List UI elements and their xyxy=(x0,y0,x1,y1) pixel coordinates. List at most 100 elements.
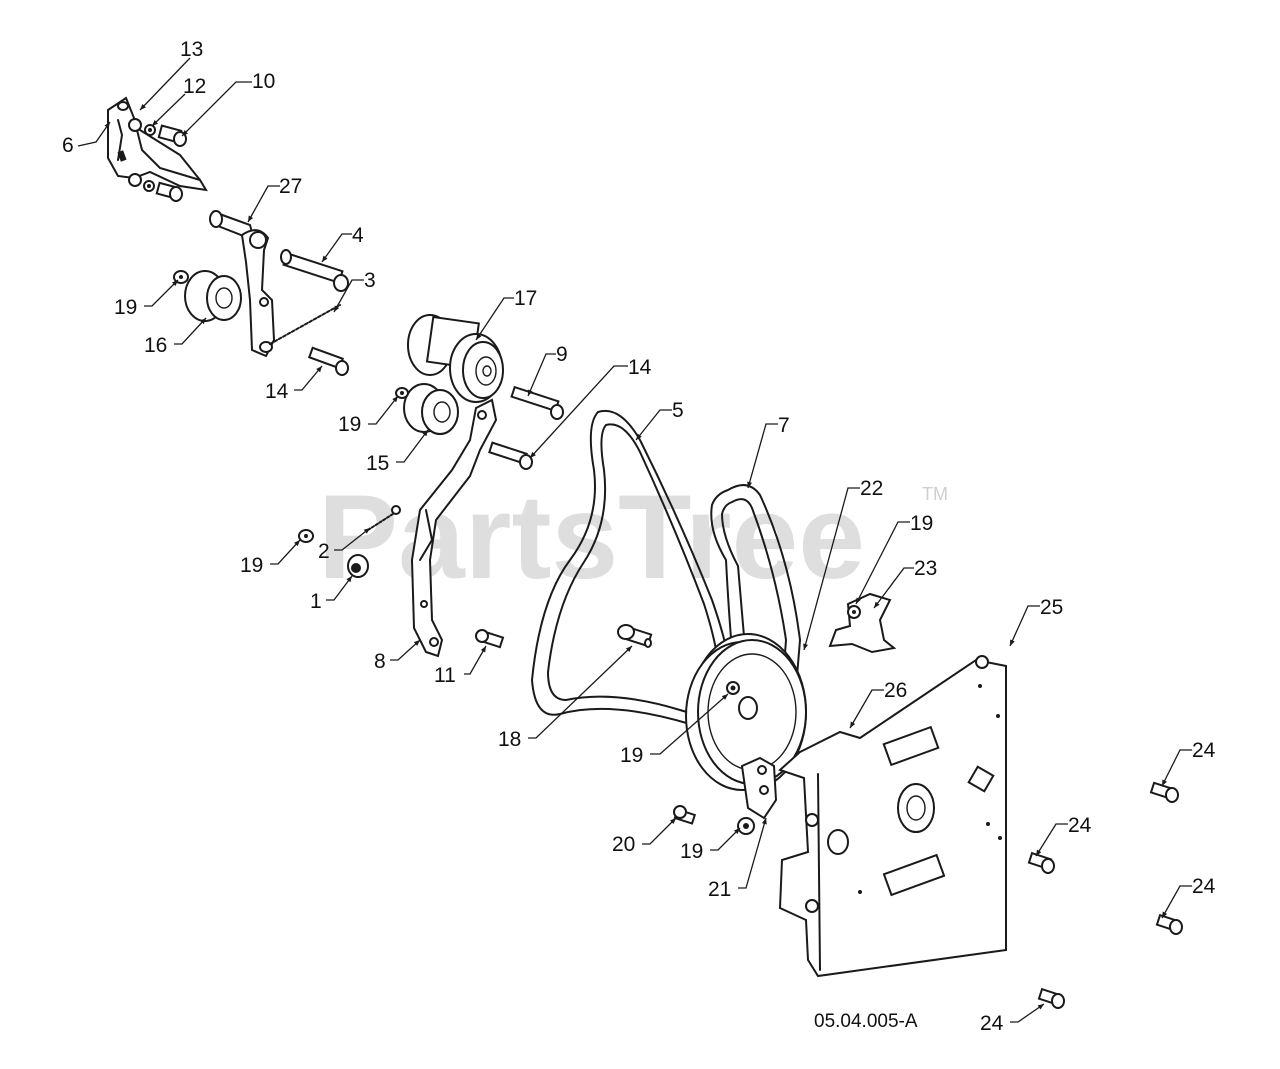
leader-line xyxy=(326,575,353,601)
callout-c19d[interactable]: 19 xyxy=(240,539,301,577)
callout-c13[interactable]: 13 xyxy=(139,38,203,111)
part-bolt-24a[interactable] xyxy=(1149,781,1179,803)
part-pulley-15[interactable] xyxy=(395,383,459,435)
part-bolt-14b[interactable] xyxy=(488,441,533,470)
part-idler-arm[interactable] xyxy=(209,210,341,358)
part-idler-pulley-16[interactable] xyxy=(173,270,242,322)
leader-arrowhead xyxy=(761,818,767,825)
part-bolt-20[interactable] xyxy=(673,805,697,825)
part-bolt-9[interactable] xyxy=(510,385,564,420)
part-bracket-21[interactable] xyxy=(737,756,778,835)
part-bracket-assembly[interactable] xyxy=(107,96,208,202)
callout-c19e[interactable]: 19 xyxy=(620,693,729,767)
part-bolt-24b[interactable] xyxy=(1027,851,1055,874)
part-pulley-22[interactable] xyxy=(685,633,807,791)
callout-label: 19 xyxy=(114,296,137,319)
leader-line xyxy=(333,279,364,313)
leader-arrowhead xyxy=(248,215,254,222)
part-bracket-23[interactable] xyxy=(828,592,897,654)
leader-line xyxy=(1161,885,1192,919)
part-bolt-24c[interactable] xyxy=(1155,913,1183,935)
callout-c1[interactable]: 1 xyxy=(310,575,353,613)
callout-c27[interactable]: 27 xyxy=(247,175,302,223)
callout-c24c[interactable]: 24 xyxy=(1161,875,1216,919)
leader-line xyxy=(1161,749,1192,787)
callout-c17[interactable]: 17 xyxy=(475,287,537,341)
callout-label: 7 xyxy=(778,414,790,437)
leader-arrowhead xyxy=(856,597,861,604)
callout-c12[interactable]: 12 xyxy=(151,75,206,127)
part-bolt-24d[interactable] xyxy=(1037,987,1065,1009)
leader-arrowhead xyxy=(322,255,328,262)
callout-c10[interactable]: 10 xyxy=(181,70,275,137)
callout-c14a[interactable]: 14 xyxy=(265,365,323,403)
callout-c24b[interactable]: 24 xyxy=(1035,814,1092,857)
callout-c9[interactable]: 9 xyxy=(527,343,568,397)
part-plate-25[interactable] xyxy=(778,655,1007,978)
callout-c6[interactable]: 6 xyxy=(62,121,111,157)
callout-label: 20 xyxy=(612,833,635,856)
leader-line xyxy=(873,567,914,609)
part-bolt-18[interactable] xyxy=(617,624,653,648)
part-bolt-14a[interactable] xyxy=(307,346,349,376)
leader-line xyxy=(710,827,741,851)
callout-c19b[interactable]: 19 xyxy=(338,395,399,436)
callout-c5[interactable]: 5 xyxy=(635,399,684,441)
callout-c8[interactable]: 8 xyxy=(374,639,421,673)
part-nut-19d[interactable] xyxy=(298,529,314,543)
callout-c7[interactable]: 7 xyxy=(747,414,790,489)
part-arm-8[interactable] xyxy=(410,398,498,658)
callout-c19f[interactable]: 19 xyxy=(680,827,741,863)
callout-c24a[interactable]: 24 xyxy=(1161,739,1216,787)
leader-line xyxy=(803,487,860,651)
callout-c19c[interactable]: 19 xyxy=(855,512,933,605)
leader-line xyxy=(738,817,767,889)
callout-c23[interactable]: 23 xyxy=(873,557,937,609)
callout-c14b[interactable]: 14 xyxy=(529,356,652,459)
leader-arrowhead xyxy=(1162,911,1168,918)
watermark-text: PartsTree xyxy=(318,470,865,604)
leader-arrowhead xyxy=(530,451,536,458)
part-spring-2[interactable] xyxy=(367,505,401,531)
leader-arrowhead xyxy=(182,129,189,136)
callout-c15[interactable]: 15 xyxy=(366,429,429,475)
leader-arrowhead xyxy=(294,540,300,547)
part-pulley-17[interactable] xyxy=(407,314,504,403)
leader-line xyxy=(1035,823,1068,857)
leader-line xyxy=(855,521,910,605)
callout-c24d[interactable]: 24 xyxy=(980,1003,1045,1035)
callout-label: 12 xyxy=(183,75,206,98)
leader-line xyxy=(650,693,729,755)
callout-c18[interactable]: 18 xyxy=(498,645,633,751)
part-belt-5[interactable] xyxy=(531,409,734,730)
callout-c11[interactable]: 11 xyxy=(434,645,487,687)
callout-c22[interactable]: 22 xyxy=(803,477,883,651)
callout-c4[interactable]: 4 xyxy=(321,224,364,263)
leader-arrowhead xyxy=(104,122,110,129)
leader-arrowhead xyxy=(669,818,676,825)
callout-c26[interactable]: 26 xyxy=(849,679,907,729)
part-washer-1[interactable] xyxy=(347,554,369,578)
leader-line xyxy=(528,645,633,739)
leader-arrowhead xyxy=(200,318,206,325)
leader-arrowhead xyxy=(392,396,398,403)
callout-label: 14 xyxy=(265,380,289,403)
leader-line xyxy=(390,639,421,661)
callout-c3[interactable]: 3 xyxy=(333,269,376,313)
leader-arrowhead xyxy=(476,333,482,340)
callout-label: 9 xyxy=(556,343,568,366)
callout-c19a[interactable]: 19 xyxy=(114,279,179,319)
callout-c25[interactable]: 25 xyxy=(1009,596,1063,647)
callout-c16[interactable]: 16 xyxy=(144,317,207,357)
callout-c2[interactable]: 2 xyxy=(318,527,371,563)
callout-label: 23 xyxy=(914,557,937,580)
part-pin-4[interactable] xyxy=(280,249,349,292)
part-bolt-11[interactable] xyxy=(475,629,505,649)
callout-c21[interactable]: 21 xyxy=(708,817,767,901)
leader-line xyxy=(77,121,111,147)
leader-arrowhead xyxy=(721,694,728,700)
leader-line xyxy=(181,81,252,137)
callout-label: 1 xyxy=(310,590,322,613)
callout-c20[interactable]: 20 xyxy=(612,817,677,856)
